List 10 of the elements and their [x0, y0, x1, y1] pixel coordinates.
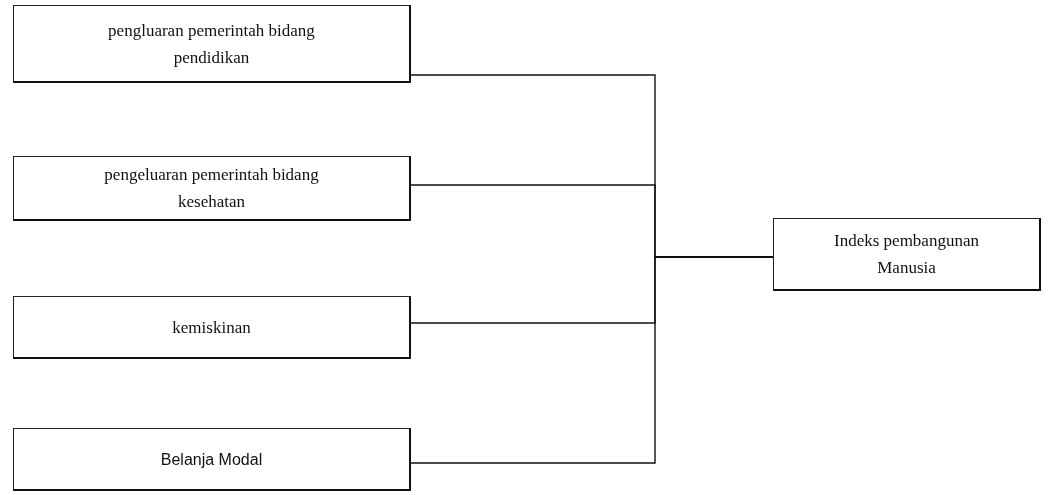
variable-box — [13, 296, 411, 359]
box-label: Belanja Modal — [160, 449, 263, 470]
outcome-box — [773, 218, 1041, 291]
box-label: kemiskinan — [172, 316, 251, 339]
box-label: Indeks pembangunan Manusia — [833, 230, 980, 279]
box-label: pengeluaran pemerintah bidang kesehatan — [103, 164, 320, 213]
variable-box — [13, 156, 411, 221]
box-label: pengluaran pemerintah bidang pendidikan — [107, 19, 316, 69]
variable-box — [13, 5, 411, 83]
variable-box — [13, 428, 411, 491]
